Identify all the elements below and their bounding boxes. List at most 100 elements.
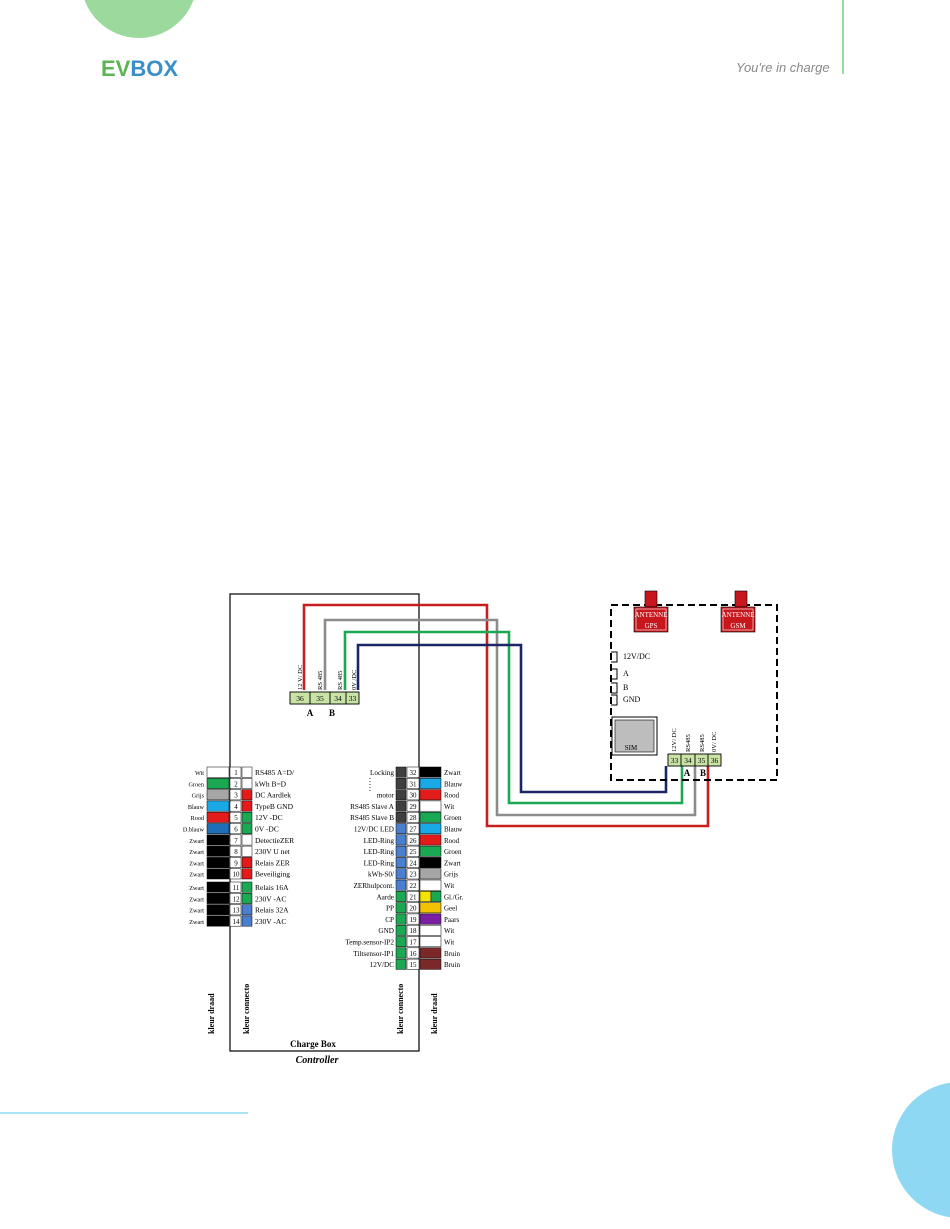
right-row-connector-swatch bbox=[395, 936, 407, 948]
right-row-number: 15 bbox=[410, 961, 418, 969]
right-row-number: 25 bbox=[410, 848, 418, 856]
left-row-number-cell bbox=[229, 893, 242, 904]
right-row-number: 19 bbox=[410, 916, 418, 924]
right-row-label: CP bbox=[385, 916, 394, 924]
left-row-wire-name: Wit bbox=[195, 770, 204, 777]
right-row-connector-swatch bbox=[395, 868, 407, 880]
right-row-number-cell bbox=[406, 936, 420, 948]
right-row-wire-name: Wit bbox=[444, 927, 454, 935]
left-row-connector-swatch bbox=[241, 868, 253, 880]
right-row-wire-swatch bbox=[419, 823, 442, 835]
right-row-connector-swatch bbox=[395, 902, 407, 914]
right-row-label: 12V/DC LED bbox=[354, 826, 394, 834]
right-wire-color-label: kleur draad bbox=[430, 993, 439, 1034]
left-row-number-cell bbox=[229, 904, 242, 916]
left-row-connector-swatch bbox=[241, 845, 253, 857]
left-row-connector-swatch bbox=[241, 766, 253, 778]
right-row-label: Temp.sensor-IP2 bbox=[345, 939, 394, 947]
right-row-connector-swatch bbox=[395, 834, 407, 846]
right-row-number: 23 bbox=[410, 871, 418, 879]
left-row-number: 4 bbox=[234, 803, 238, 811]
left-row-number: 6 bbox=[234, 826, 238, 834]
right-row-wire-name: Wit bbox=[444, 882, 454, 890]
right-row-wire-name: Zwart bbox=[444, 769, 461, 777]
right-row-wire-swatch bbox=[419, 778, 442, 789]
right-row-number-cell bbox=[406, 845, 420, 857]
left-row-wire-name: Rood bbox=[191, 815, 205, 822]
left-row-number: 7 bbox=[234, 837, 238, 845]
antenna-gsm: ANTENNE GSM bbox=[720, 590, 756, 633]
right-row-connector-swatch bbox=[395, 947, 407, 959]
left-row-number: 10 bbox=[233, 871, 241, 879]
right-row-number: 24 bbox=[410, 859, 418, 867]
right-row-number-cell bbox=[406, 766, 420, 778]
right-row-wire-name: Bruin bbox=[444, 961, 460, 969]
right-row-wire-swatch bbox=[419, 834, 442, 846]
top-terminal-b: B bbox=[329, 708, 335, 718]
left-row-connector-swatch bbox=[241, 811, 253, 823]
right-row-connector-swatch bbox=[395, 845, 407, 857]
modem-terminal-number: 36 bbox=[711, 756, 719, 765]
left-row-connector-swatch bbox=[241, 915, 253, 927]
left-row-label: Relais ZER bbox=[255, 858, 290, 867]
antenna-gps-label: ANTENNE bbox=[634, 611, 667, 619]
right-row-number: 22 bbox=[410, 882, 418, 890]
left-row-wire-swatch bbox=[206, 893, 230, 904]
left-row-connector-swatch bbox=[241, 778, 253, 789]
evbox-logo: EVBOX bbox=[101, 56, 178, 82]
antenna-gsm-sub: GSM bbox=[730, 622, 746, 630]
right-row-number: 30 bbox=[410, 792, 418, 800]
wire-navy bbox=[356, 643, 668, 794]
left-row-wire-swatch bbox=[206, 789, 230, 801]
right-row-wire-swatch bbox=[419, 811, 442, 823]
right-row-number-cell bbox=[406, 902, 420, 914]
left-row-label: Relais 16A bbox=[255, 883, 289, 892]
left-row-number-cell bbox=[229, 881, 242, 893]
modem-pin-label: GND bbox=[623, 695, 641, 704]
right-row-number: 18 bbox=[410, 927, 418, 935]
left-row-number-cell bbox=[229, 800, 242, 812]
right-row-label: LED-Ring bbox=[364, 859, 395, 867]
decor-header-divider bbox=[842, 0, 844, 74]
top-terminal-a: A bbox=[307, 708, 314, 718]
right-row-connector-swatch bbox=[395, 778, 407, 789]
modem-terminal-number: 35 bbox=[698, 756, 706, 765]
top-terminal-number: 34 bbox=[334, 694, 342, 703]
left-row-wire-name: Zwart bbox=[189, 919, 204, 926]
left-row-wire-name: Blauw bbox=[188, 804, 205, 811]
modem-terminal-cell bbox=[707, 753, 722, 767]
left-row-wire-swatch bbox=[206, 857, 230, 868]
wire-red bbox=[302, 603, 710, 828]
logo-ev: EV bbox=[101, 56, 131, 81]
left-row-wire-swatch bbox=[206, 881, 230, 893]
top-terminal-number: 35 bbox=[316, 694, 324, 703]
controller-subtitle: Controller bbox=[296, 1055, 339, 1066]
left-row-connector-swatch bbox=[241, 823, 253, 835]
right-row-wire-swatch bbox=[419, 902, 442, 914]
sim-card: SIM bbox=[611, 716, 658, 756]
modem-terminal-a: A bbox=[684, 768, 691, 778]
right-row-wire-swatch bbox=[419, 891, 432, 902]
left-row-number-cell bbox=[229, 868, 242, 880]
left-row-label: 12V -DC bbox=[255, 813, 283, 822]
right-row-number: 21 bbox=[410, 893, 418, 901]
right-row-number: 17 bbox=[410, 939, 418, 947]
left-row-number-cell bbox=[229, 834, 242, 846]
left-row-wire-swatch bbox=[206, 868, 230, 880]
left-row-wire-name: Grijs bbox=[192, 793, 205, 800]
decor-blue-circle bbox=[892, 1082, 950, 1218]
left-row-connector-swatch bbox=[241, 834, 253, 846]
